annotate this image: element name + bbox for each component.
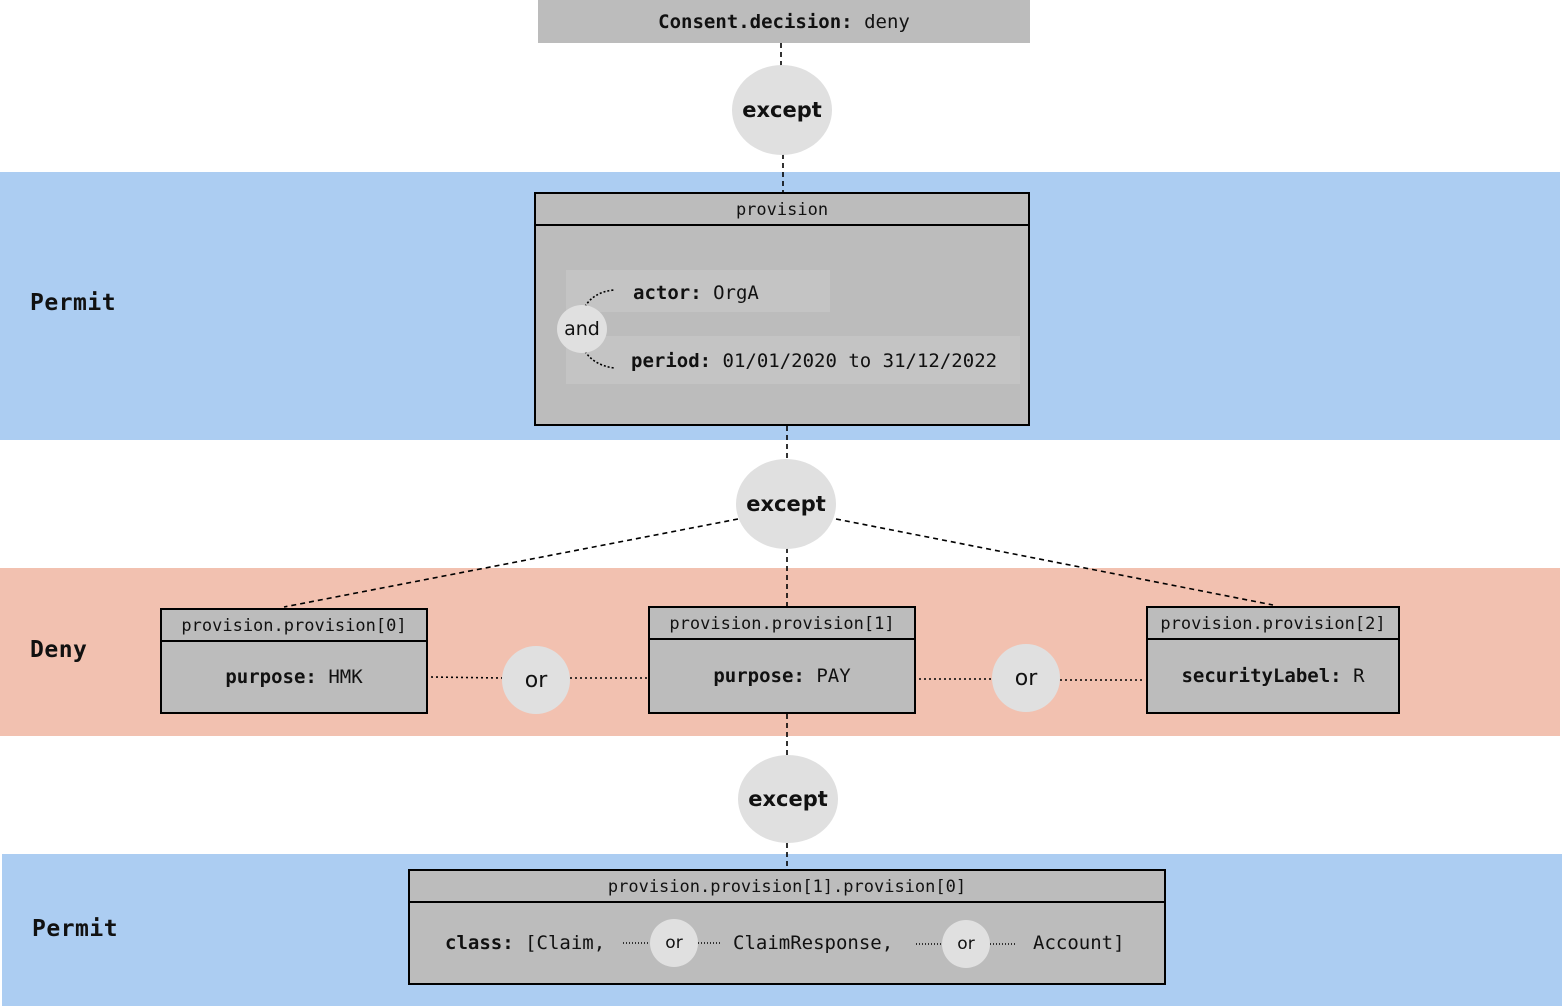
class-value-2: Account]	[1033, 932, 1125, 954]
period-rule: period: 01/01/2020 to 31/12/2022	[631, 350, 997, 372]
or-operator-3: or	[650, 919, 698, 967]
band-label-permit-top: Permit	[30, 290, 117, 316]
or-operator-2: or	[992, 644, 1060, 712]
subprovision-title-0: provision.provision[0]	[162, 610, 426, 642]
or-operator-4: or	[942, 920, 990, 968]
class-value-0: [Claim,	[525, 932, 606, 954]
subprovision-box-0: provision.provision[0] purpose: HMK	[160, 608, 428, 714]
class-key: class:	[445, 932, 514, 954]
actor-rule-bg	[566, 270, 830, 312]
subprovision-value-0: HMK	[328, 666, 363, 688]
nested-provision-box: provision.provision[1].provision[0]	[408, 869, 1166, 985]
subprovision-key-2: securityLabel:	[1181, 665, 1342, 687]
line-except-sub2	[835, 518, 1274, 606]
except-operator-3: except	[738, 755, 838, 843]
period-key: period:	[631, 350, 712, 372]
band-label-permit-bottom: Permit	[32, 916, 119, 942]
subprovision-key-1: purpose:	[713, 665, 805, 687]
period-value: 01/01/2020 to 31/12/2022	[722, 350, 998, 372]
actor-key: actor:	[633, 282, 702, 304]
nested-provision-title: provision.provision[1].provision[0]	[410, 871, 1164, 903]
except-operator-1: except	[732, 65, 832, 155]
band-label-deny: Deny	[30, 637, 88, 663]
actor-value: OrgA	[713, 282, 759, 304]
subprovision-rule-1: purpose: PAY	[650, 640, 914, 712]
provision-title: provision	[536, 194, 1028, 226]
subprovision-box-2: provision.provision[2] securityLabel: R	[1146, 606, 1400, 714]
subprovision-box-1: provision.provision[1] purpose: PAY	[648, 606, 916, 714]
consent-decision-box: Consent.decision: deny	[538, 0, 1030, 43]
consent-decision-key: Consent.decision:	[658, 10, 853, 33]
class-rule: class: [Claim,	[445, 932, 605, 954]
subprovision-value-2: R	[1353, 665, 1365, 687]
and-operator: and	[557, 305, 607, 353]
line-sub0-or	[430, 676, 503, 679]
or-operator-1: or	[502, 646, 570, 714]
subprovision-title-1: provision.provision[1]	[650, 608, 914, 640]
subprovision-value-1: PAY	[816, 665, 851, 687]
subprovision-rule-2: securityLabel: R	[1148, 640, 1398, 712]
consent-decision-value: deny	[864, 10, 910, 33]
subprovision-rule-0: purpose: HMK	[162, 642, 426, 712]
actor-rule: actor: OrgA	[633, 282, 759, 304]
subprovision-title-2: provision.provision[2]	[1148, 608, 1398, 640]
period-rule-bg	[566, 336, 1020, 384]
subprovision-key-0: purpose:	[225, 666, 317, 688]
class-value-1: ClaimResponse,	[733, 932, 894, 954]
except-operator-2: except	[736, 459, 836, 549]
